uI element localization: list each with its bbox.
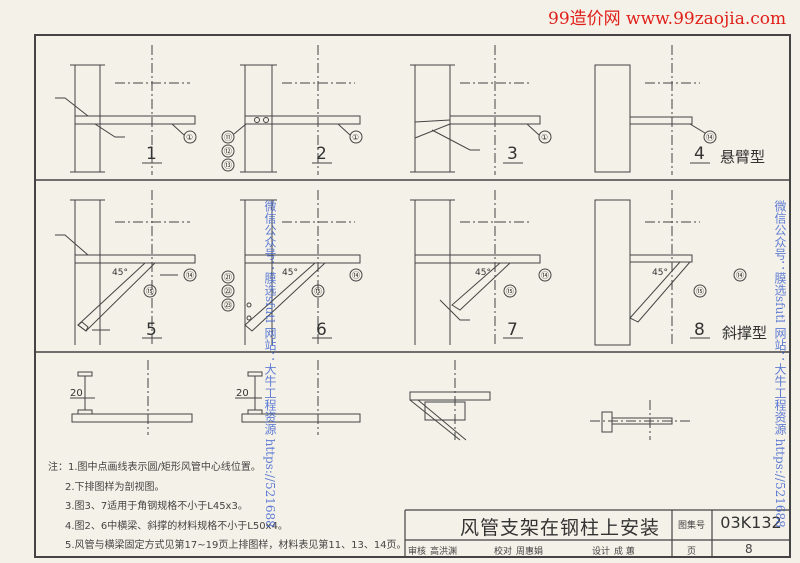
figure-number: 7: [507, 320, 518, 340]
callout: ⑫: [224, 147, 232, 156]
figure-number: 1: [146, 144, 157, 164]
callout: ㉒: [224, 287, 232, 296]
title-block: [404, 509, 790, 557]
reviewer: 高洪渊: [430, 547, 458, 557]
section-2: [235, 360, 361, 435]
callout: ⑬: [224, 161, 232, 170]
callout: ⑭: [541, 271, 549, 280]
figure-4: [594, 45, 717, 175]
page-number: 8: [745, 542, 753, 556]
figure-8: [594, 190, 747, 346]
figure-1: [55, 45, 197, 175]
section-1: [70, 360, 193, 435]
section-3: [409, 360, 491, 441]
callout: ⑮: [506, 287, 514, 296]
callout: ㉑: [224, 273, 232, 282]
designer: 成 蕙: [614, 547, 635, 557]
notes: 注：1.图中点画线表示圆/矩形风管中心线位置。 2.下排图样为剖视图。 3.图3…: [48, 458, 407, 556]
section-4: [590, 400, 690, 440]
figure-number: 6: [316, 320, 327, 340]
note: 4.图2、6中横梁、斜撑的材料规格不小于L50x4。: [65, 520, 288, 532]
note: 3.图3、7适用于角钢规格不小于L45x3。: [65, 501, 248, 513]
callout: ⑭: [352, 271, 360, 280]
figure-7: [410, 190, 552, 345]
callout: ⑮: [696, 287, 704, 296]
figure-6: [221, 190, 363, 345]
atlas-number: 03K132: [720, 513, 782, 532]
callout: ⑭: [736, 271, 744, 280]
figure-3: [410, 45, 552, 175]
checker: 周惠娟: [516, 547, 544, 557]
callout: ⑭: [706, 133, 714, 142]
watermark-left: 微信公众号：膜选sfutl 网站：大牛工程资源 https://521688: [263, 200, 277, 528]
note: 5.风管与横梁固定方式见第17~19页上排图样，材料表见第11、13、14页。: [65, 540, 407, 552]
review-label: 审核: [408, 547, 427, 557]
watermark-right: 微信公众号：膜选sfutl 网站：大牛工程资源 https://521688: [773, 200, 787, 528]
atlas-label: 图集号: [678, 521, 706, 531]
callout: ①: [541, 133, 548, 142]
design-label: 设计: [592, 547, 611, 557]
callout: ⑪: [224, 133, 232, 142]
note: 注：1.图中点画线表示圆/矩形风管中心线位置。: [48, 462, 261, 473]
site-header: 99造价网 www.99zaojia.com: [548, 9, 787, 29]
figure-number: 2: [316, 144, 327, 164]
figure-2: [221, 45, 363, 175]
callout: ①: [352, 133, 359, 142]
figure-number: 5: [146, 320, 157, 340]
drawing-title: 风管支架在钢柱上安装: [459, 517, 660, 539]
callout: ①: [186, 133, 193, 142]
callout: ⑭: [186, 271, 194, 280]
figure-5: [55, 190, 197, 345]
callout: ⑮: [314, 287, 322, 296]
angle-label: 45°: [282, 268, 298, 278]
note: 2.下排图样为剖视图。: [65, 481, 165, 493]
figure-number: 3: [507, 144, 518, 164]
check-label: 校对: [494, 547, 513, 557]
figure-number: 4: [694, 144, 705, 164]
type-label: 悬臂型: [720, 148, 765, 166]
type-label: 斜撑型: [722, 324, 767, 342]
dimension-label: 20: [236, 388, 249, 399]
angle-label: 45°: [112, 268, 128, 278]
drawing-frame: [34, 34, 791, 558]
callout: ⑮: [146, 287, 154, 296]
figure-number: 8: [694, 320, 705, 340]
dimension-label: 20: [70, 388, 83, 399]
callout: ㉓: [224, 301, 232, 310]
page-label: 页: [687, 547, 697, 557]
angle-label: 45°: [652, 268, 668, 278]
angle-label: 45°: [475, 268, 491, 278]
